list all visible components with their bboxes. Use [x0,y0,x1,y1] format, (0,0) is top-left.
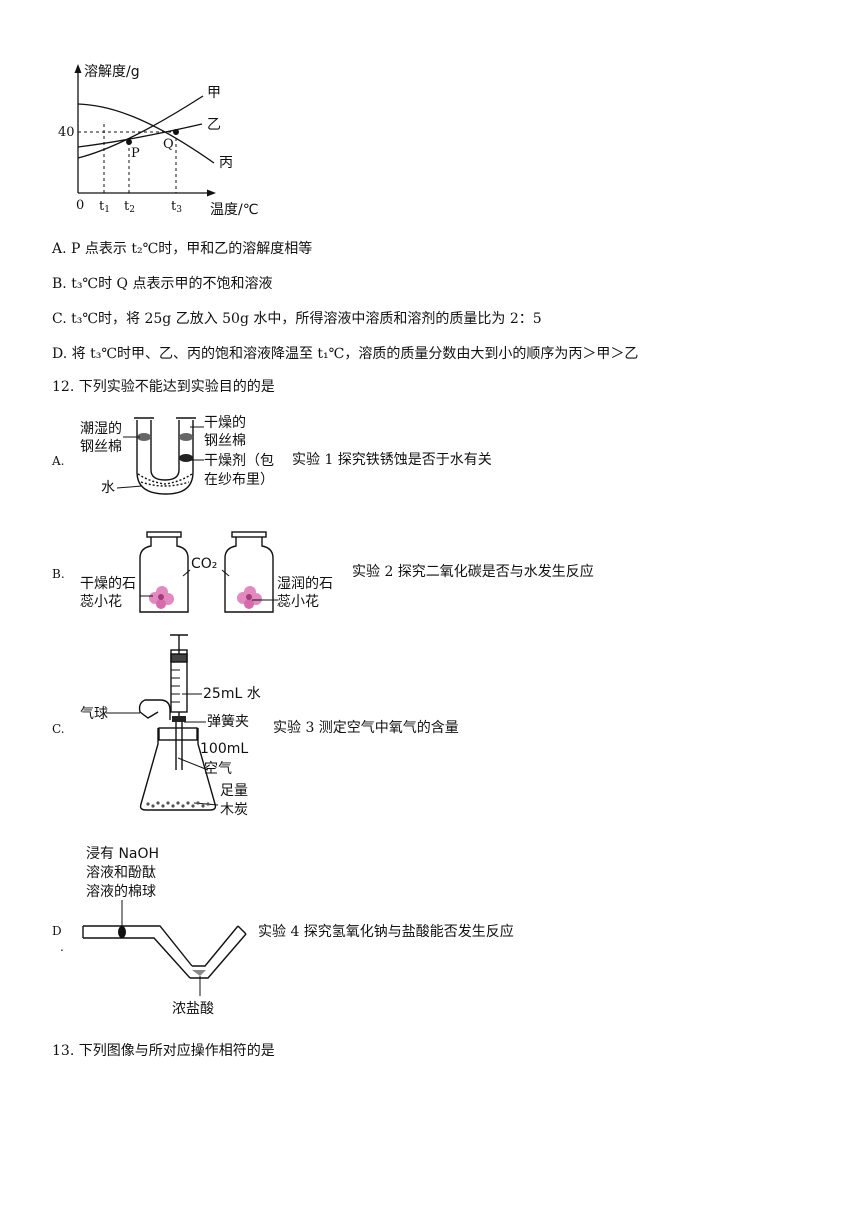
u-tube-outer [136,420,194,495]
c-label-carbon-1: 足量 [220,783,248,799]
label-q: Q [163,137,174,152]
q13-stem: 13. 下列图像与所对应操作相符的是 [52,1043,275,1059]
label-yi: 乙 [207,117,221,133]
q12-b-desc: 实验 2 探究二氧化碳是否与水发生反应 [352,564,594,580]
q11-option-c: C. t₃℃时，将 25g 乙放入 50g 水中，所得溶液中溶质和溶剂的质量比为… [52,311,542,327]
d-label-2: 溶液和酚酞 [86,865,156,881]
a-label-dry-2: 钢丝棉 [204,433,246,449]
desiccant [179,454,193,462]
c-label-air-2: 空气 [204,761,232,777]
curve-jia [77,95,204,159]
x-axis-arrow-icon [207,189,216,197]
a-label-dry-1: 干燥的 [204,415,246,431]
d-label-1: 浸有 NaOH [86,846,160,862]
flower2-icon [237,586,262,609]
cotton-ball [118,926,126,938]
tick-t1: t1 [99,199,110,215]
bottle2-body [224,537,274,613]
bottles-svg [139,531,278,613]
a-label-wet-1: 潮湿的 [80,421,122,437]
q12-c-desc: 实验 3 测定空气中氧气的含量 [273,720,459,736]
d-label-acid: 浓盐酸 [172,1001,214,1017]
curve-bing [77,103,215,164]
flask-svg [106,634,219,811]
chart-xlabel: 温度/℃ [210,202,259,218]
c-label-balloon: 气球 [80,706,108,722]
chart-svg [74,64,216,197]
acid-liquid [192,970,206,976]
a-label-desiccant-1: 干燥剂（包 [204,453,274,469]
chart-y40: 40 [58,125,75,140]
q12-b-letter: B. [52,567,65,581]
c-label-carbon-2: 木炭 [220,802,248,818]
flask-stopper [158,727,198,741]
q11-option-d: D. 将 t₃℃时甲、乙、丙的饱和溶液降温至 t₁℃，溶质的质量分数由大到小的顺… [52,346,639,362]
q12-d-desc: 实验 4 探究氢氧化钠与盐酸能否发生反应 [258,924,514,940]
chart-origin: 0 [76,198,85,213]
c-label-air-1: 100mL [200,741,249,757]
bottle2-stopper [231,531,267,538]
q12-stem: 12. 下列实验不能达到实验目的的是 [52,379,275,395]
chart-ylabel: 溶解度/g [84,64,140,80]
balloon [138,699,171,720]
spring-clamp [172,716,186,722]
tick-t3: t3 [171,199,182,215]
connecting-tube [175,718,183,770]
v-tube-right [190,925,247,979]
curve-yi [77,123,203,148]
b-label-wet-2: 蕊小花 [277,594,319,610]
c-label-clamp: 弹簧夹 [207,714,249,730]
b-label-dry-1: 干燥的石 [80,576,136,592]
label-jia: 甲 [207,85,221,101]
wet-steel-wool [137,433,151,441]
q12-a-desc: 实验 1 探究铁锈蚀是否于水有关 [292,452,492,468]
b-label-dry-2: 蕊小花 [80,594,122,610]
v-tube-svg [82,900,247,996]
charcoal [146,801,210,808]
c-label-water: 25mL 水 [203,686,261,702]
point-p [126,139,132,145]
tick-t2: t2 [124,199,135,215]
dry-steel-wool [179,433,193,441]
bottle1-stopper [146,531,182,538]
u-tube-inner [150,420,180,481]
q11-option-a: A. P 点表示 t₂℃时，甲和乙的溶解度相等 [52,241,313,257]
bottle1-body [139,537,189,613]
label-p: P [131,146,140,161]
q12-c-letter: C. [52,722,65,736]
y-axis-arrow-icon [74,64,82,73]
b-label-wet-1: 湿润的石 [277,576,333,592]
conical-flask [139,728,217,811]
label-bing: 丙 [219,155,233,171]
q12-d-dot: . [60,940,64,954]
v-tube-left [83,925,193,979]
q12-a-letter: A. [52,454,65,468]
u-tube-svg [116,417,204,495]
a-label-water: 水 [101,480,115,496]
a-label-desiccant-2: 在纱布里） [204,472,274,488]
q12-d-letter: D [52,924,62,938]
d-label-3: 溶液的棉球 [86,884,156,900]
a-label-wet-2: 钢丝棉 [80,439,122,455]
point-q [173,129,179,135]
flower1-icon [149,586,174,609]
q11-option-b: B. t₃℃时 Q 点表示甲的不饱和溶液 [52,276,273,292]
b-label-co2: CO₂ [191,556,218,572]
